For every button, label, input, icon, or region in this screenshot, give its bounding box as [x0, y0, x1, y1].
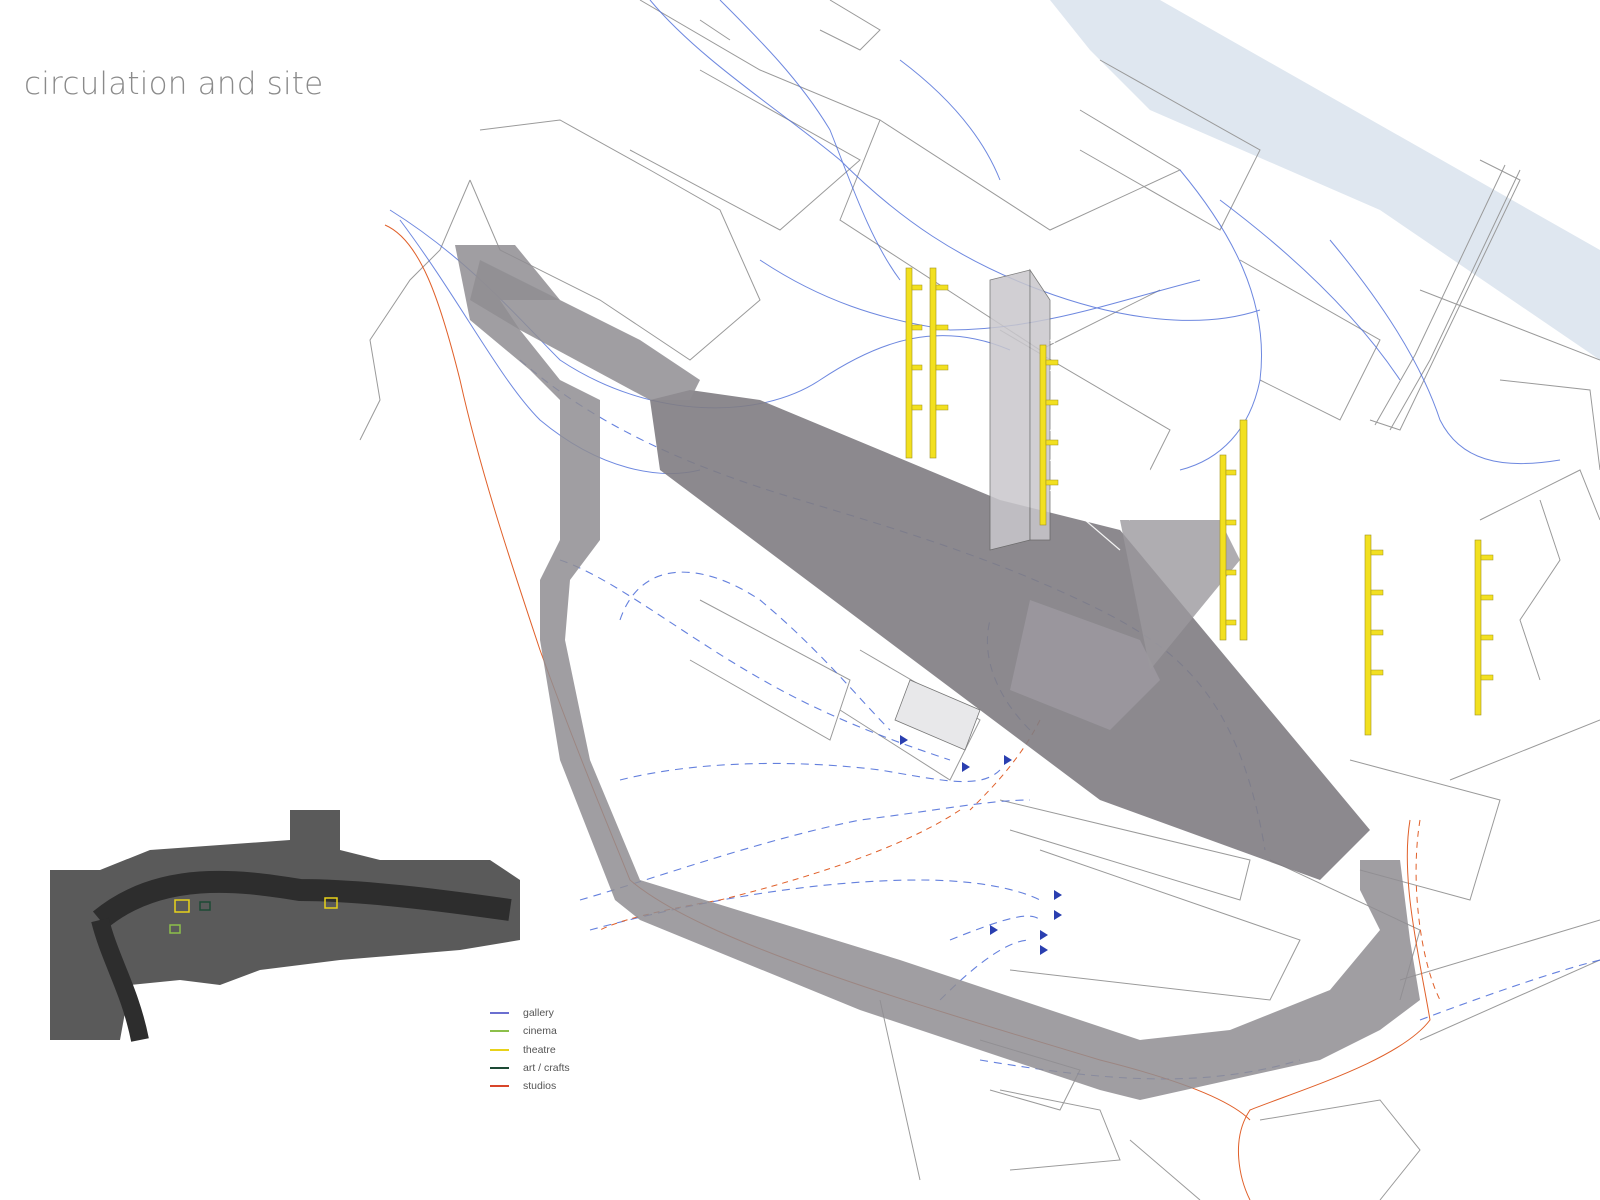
- page-title: circulation and site: [24, 66, 324, 102]
- legend-swatch-theatre: [490, 1048, 509, 1051]
- legend-label: cinema: [523, 1025, 557, 1038]
- mass-stripes: [1049, 339, 1151, 551]
- legend-label: theatre: [523, 1043, 556, 1056]
- legend-swatch-studios: [490, 1085, 509, 1088]
- legend-item: theatre: [490, 1041, 610, 1059]
- legend-item: studios: [490, 1077, 610, 1095]
- plaza-building: [1010, 600, 1160, 730]
- legend-swatch-gallery: [490, 1012, 509, 1015]
- legend-item: art / crafts: [490, 1059, 610, 1077]
- seating-block: [894, 679, 981, 751]
- legend-label: art / crafts: [523, 1062, 570, 1075]
- site-linework: [359, 0, 1600, 1200]
- legend: gallery cinema theatre art / crafts stud…: [490, 1004, 610, 1095]
- yellow-cantilevers: [911, 284, 1494, 681]
- direction-arrows: [900, 735, 1062, 955]
- main-building-mass: [650, 390, 1370, 880]
- legend-label: gallery: [523, 1007, 554, 1020]
- aerial-map-image: [50, 810, 520, 1042]
- legend-swatch-cinema: [490, 1030, 509, 1033]
- bridge: [1374, 164, 1600, 431]
- river-area: [1050, 0, 1600, 360]
- perimeter-path-ribbon: [455, 245, 1420, 1100]
- legend-swatch-art-crafts: [490, 1067, 509, 1070]
- legend-item: gallery: [490, 1004, 610, 1022]
- legend-label: studios: [523, 1080, 557, 1093]
- river-area-left: [1100, 0, 1130, 70]
- platform-block: [1120, 520, 1240, 670]
- main-building-upper: [470, 260, 700, 400]
- legend-item: cinema: [490, 1022, 610, 1040]
